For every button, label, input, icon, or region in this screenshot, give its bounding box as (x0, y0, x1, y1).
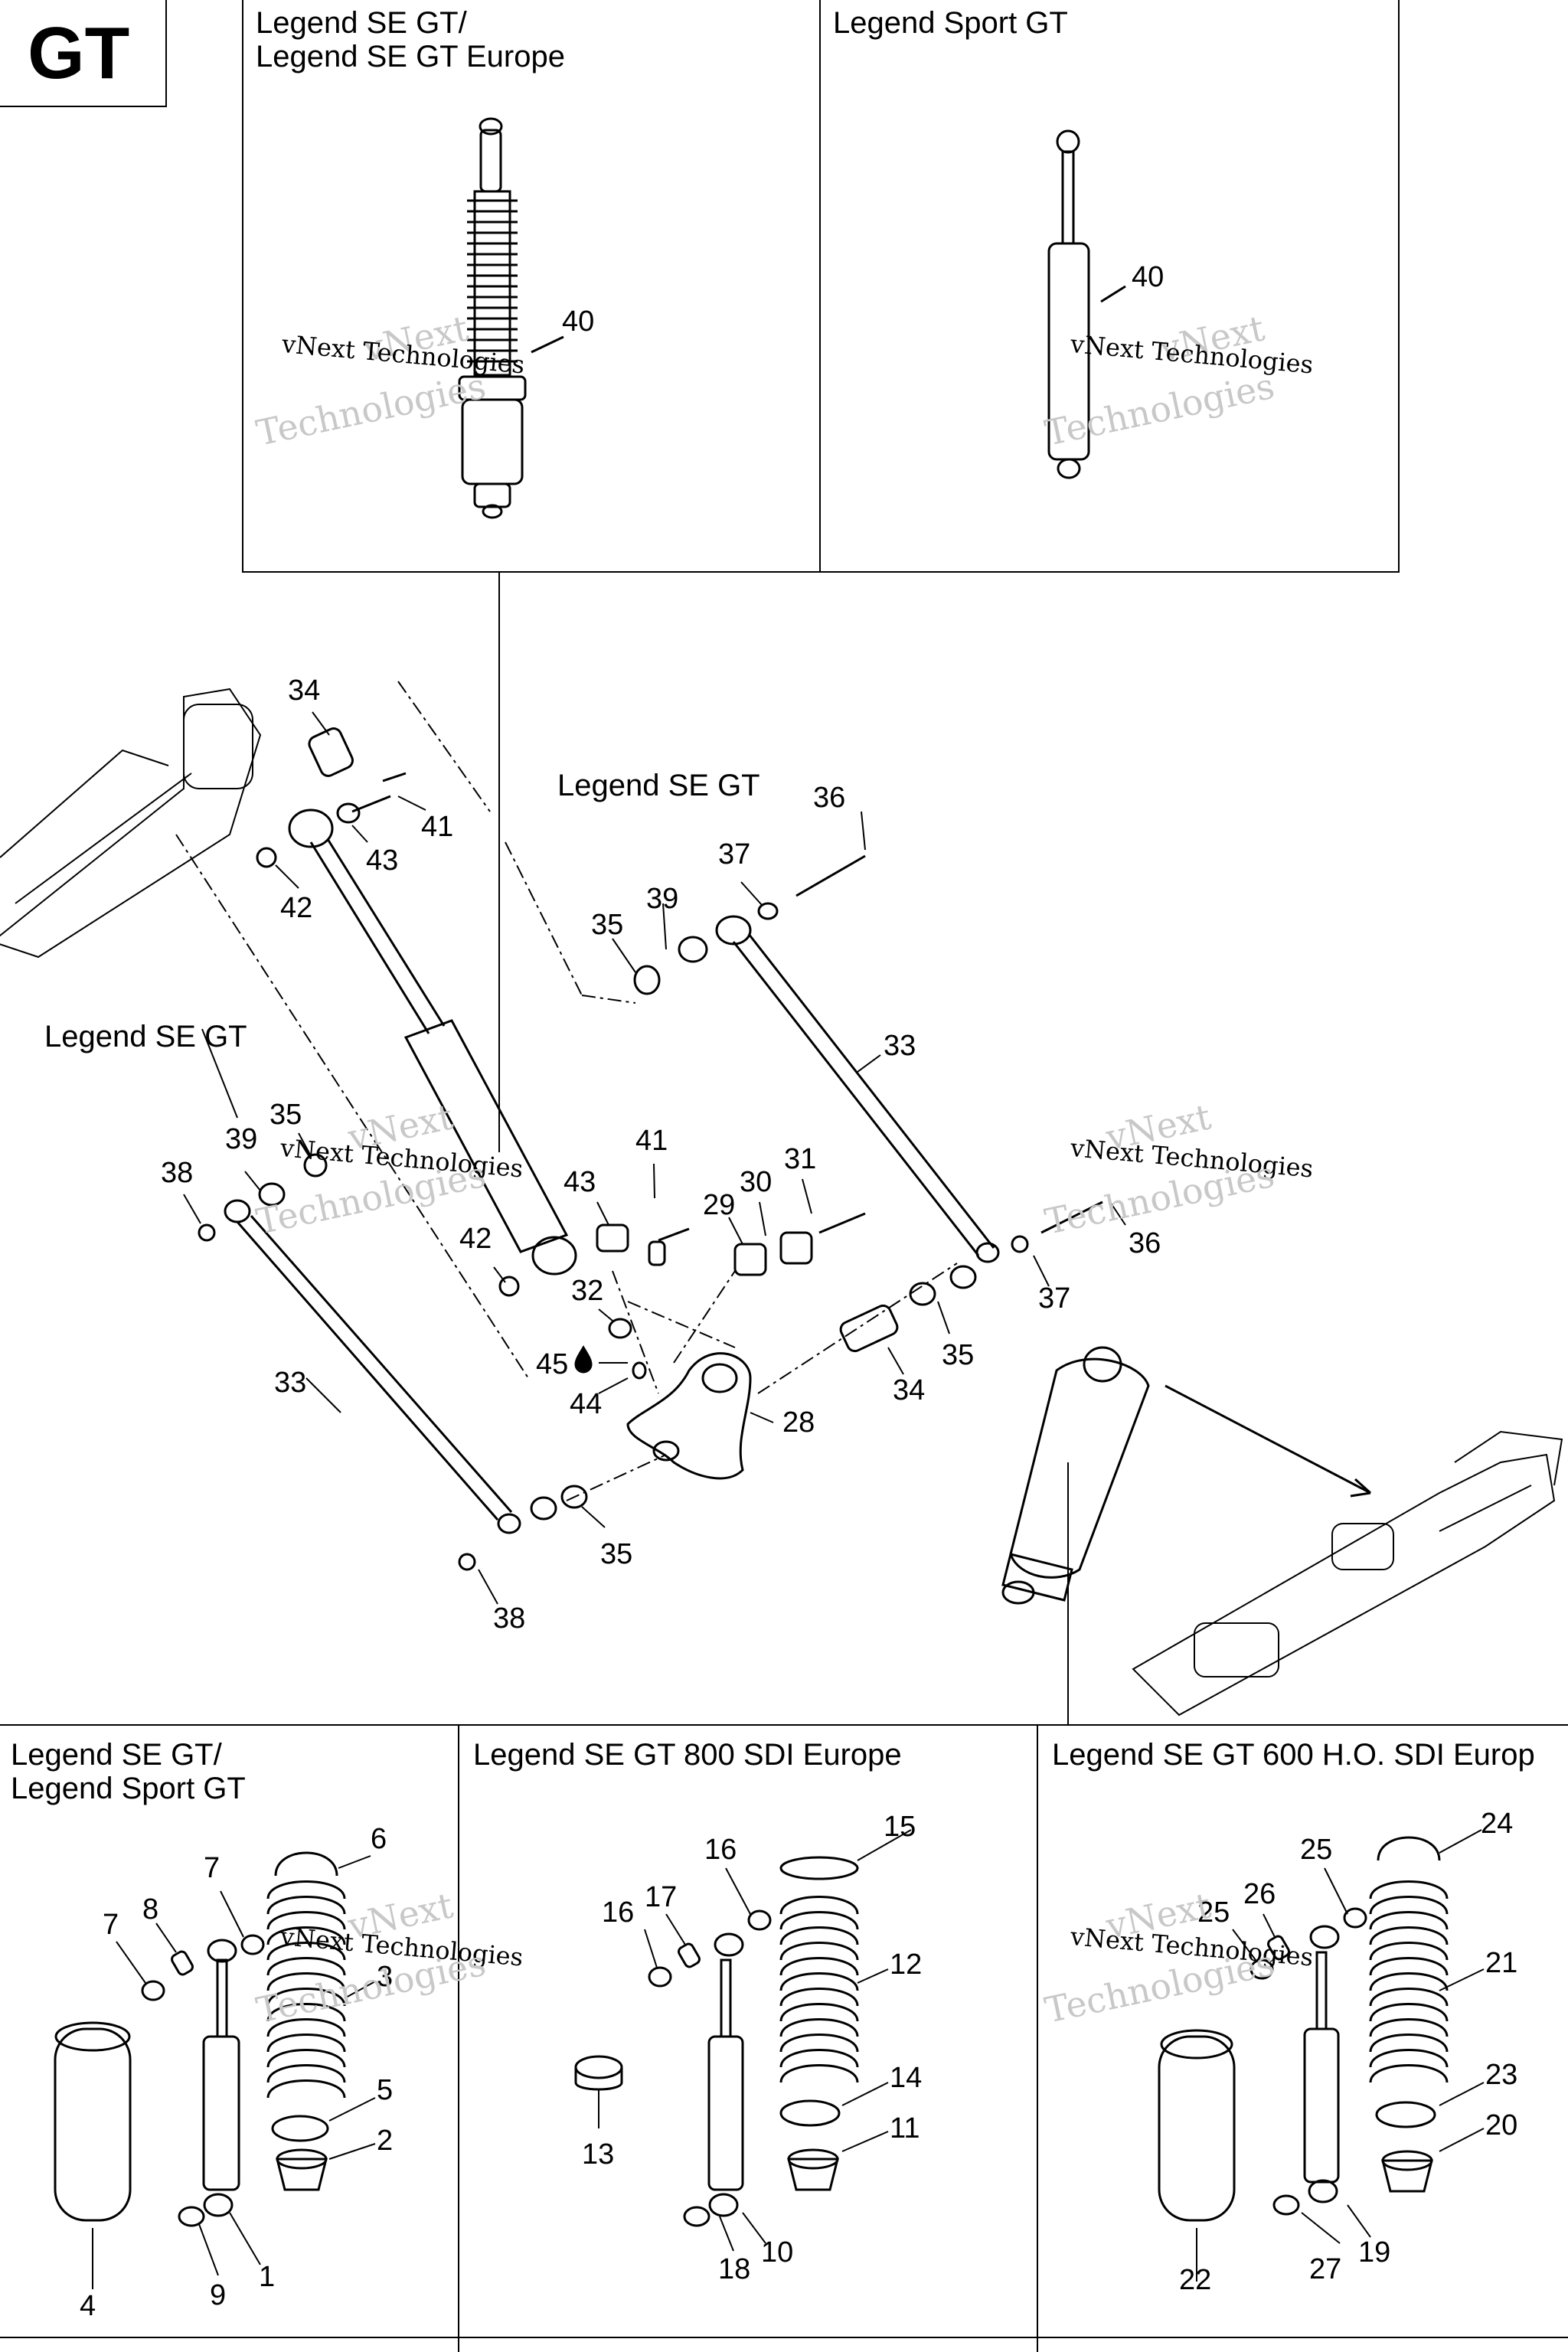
main-shock-icon (288, 808, 577, 1276)
callout: 14 (890, 2062, 923, 2094)
callout-40-right: 40 (1132, 261, 1165, 293)
callout: 13 (582, 2138, 615, 2171)
callout: 45 (536, 1348, 569, 1380)
callout: 18 (718, 2253, 751, 2285)
callout: 27 (1309, 2253, 1342, 2285)
callout: 35 (600, 1538, 633, 1570)
rocker-arm-icon (626, 1352, 752, 1480)
callout: 17 (645, 1881, 678, 1913)
gas-shock-icon (1047, 129, 1126, 479)
gt-badge: GT (28, 12, 130, 94)
frame-arm-left-icon (0, 688, 262, 959)
callout: 30 (740, 1166, 773, 1198)
callout: 12 (890, 1949, 923, 1981)
callout: 19 (1358, 2236, 1391, 2269)
callout: 42 (280, 892, 313, 924)
callout: 35 (270, 1099, 302, 1131)
callout: 16 (704, 1834, 737, 1866)
callout: 24 (1481, 1808, 1514, 1840)
top-left-title: Legend SE GT/ Legend SE GT Europe (256, 6, 565, 74)
callout: 22 (1179, 2264, 1212, 2296)
callout: 6 (371, 1823, 387, 1855)
callout: 7 (103, 1909, 119, 1941)
torque-arm-right-icon (633, 854, 1000, 1263)
callout: 36 (813, 782, 846, 814)
callout: 31 (784, 1143, 817, 1175)
callout: 39 (646, 883, 679, 915)
callout: 3 (377, 1961, 394, 1993)
callout: 39 (225, 1123, 258, 1155)
label-legend-se-gt-left: Legend SE GT (44, 1020, 247, 1054)
callout: 20 (1485, 2109, 1518, 2141)
bottom-panel-3-title: Legend SE GT 600 H.O. SDI Europ (1052, 1738, 1535, 1772)
callout: 1 (259, 2261, 276, 2293)
callout: 28 (782, 1406, 815, 1439)
rear-shock-icon (1001, 1346, 1150, 1605)
bottom-panel-2-title: Legend SE GT 800 SDI Europe (473, 1738, 902, 1772)
callout: 15 (884, 1811, 916, 1843)
bottom-panel-3 (1037, 1724, 1568, 2352)
callout: 43 (564, 1166, 596, 1198)
callout: 43 (366, 844, 399, 877)
grease-drop-icon (574, 1345, 593, 1374)
torque-arm-left-icon (198, 1153, 588, 1571)
callout: 41 (635, 1125, 668, 1157)
callout: 34 (288, 675, 321, 707)
frame-arm-right-icon (1132, 1430, 1563, 1717)
callout: 41 (421, 811, 454, 843)
bottom-rule (0, 2337, 1568, 2338)
callout: 2 (377, 2125, 394, 2157)
callout: 35 (591, 909, 624, 941)
callout: 9 (210, 2279, 227, 2311)
callout: 38 (493, 1602, 526, 1635)
callout: 42 (459, 1223, 492, 1255)
callout: 38 (161, 1157, 194, 1189)
coilover-shock-icon (458, 117, 564, 519)
callout: 7 (204, 1852, 220, 1884)
spring-kit-1-icon (54, 1851, 346, 2289)
callout: 25 (1197, 1896, 1230, 1929)
spring-kit-2-icon (574, 1856, 859, 2227)
callout: 4 (80, 2290, 96, 2322)
label-legend-se-gt-right: Legend SE GT (557, 769, 760, 802)
callout: 5 (377, 2074, 394, 2106)
callout: 21 (1485, 1947, 1518, 1979)
callout: 34 (893, 1374, 926, 1406)
callout: 33 (884, 1030, 916, 1062)
callout: 44 (570, 1388, 603, 1420)
callout: 35 (942, 1339, 975, 1371)
callout: 37 (1038, 1282, 1071, 1315)
callout: 23 (1485, 2059, 1518, 2091)
callout: 36 (1129, 1227, 1161, 1259)
callout: 32 (571, 1275, 604, 1307)
spring-kit-3-icon (1158, 1836, 1449, 2282)
top-right-title: Legend Sport GT (833, 6, 1068, 40)
callout: 16 (602, 1896, 635, 1929)
callout: 37 (718, 838, 751, 871)
callout: 25 (1300, 1834, 1333, 1866)
callout: 29 (703, 1189, 736, 1221)
bottom-panel-1-title: Legend SE GT/ Legend Sport GT (11, 1738, 246, 1805)
callout: 33 (274, 1367, 307, 1399)
callout: 8 (142, 1893, 159, 1926)
top-panel-right (819, 0, 1400, 573)
callout: 11 (890, 2112, 920, 2145)
callout: 26 (1243, 1878, 1276, 1910)
callout: 10 (761, 2236, 794, 2269)
callout-40-left: 40 (562, 305, 595, 338)
gt-badge-box: GT (0, 0, 167, 107)
